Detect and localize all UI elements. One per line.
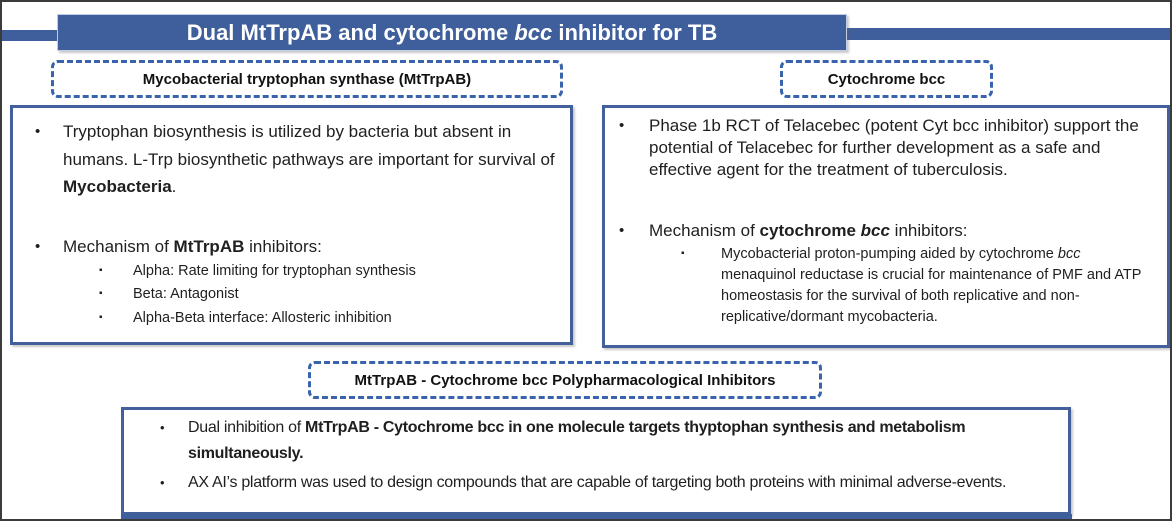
bullet-text: Mechanism of cytochrome bcc inhibitors: xyxy=(649,221,968,241)
bullet-text: AX AI’s platform was used to design comp… xyxy=(188,473,1007,491)
slide-title: Dual MtTrpAB and cytochrome bcc inhibito… xyxy=(57,14,847,51)
sub-list-item: ▪ Alpha: Rate limiting for tryptophan sy… xyxy=(99,260,560,283)
right-section-header: Cytochrome bcc xyxy=(780,60,993,98)
bullet-text: Dual inhibition of MtTrpAB - Cytochrome … xyxy=(188,419,966,462)
bullet-marker: • xyxy=(619,222,625,240)
sub-bullet-text: Mycobacterial proton-pumping aided by cy… xyxy=(721,246,1142,325)
right-section-header-label: Cytochrome bcc xyxy=(827,70,946,88)
bottom-section-header-label: MtTrpAB - Cytochrome bcc Polypharmacolog… xyxy=(354,371,776,389)
bullet-text: Tryptophan biosynthesis is utilized by b… xyxy=(63,122,555,197)
list-item: • Mechanism of MtTrpAB inhibitors: xyxy=(21,233,560,261)
sub-list-item: ▪ Beta: Antagonist xyxy=(99,283,560,306)
left-section-header-label: Mycobacterial tryptophan synthase (MtTrp… xyxy=(142,70,472,88)
list-item: • Dual inhibition of MtTrpAB - Cytochrom… xyxy=(146,415,1054,467)
left-content-box: • Tryptophan biosynthesis is utilized by… xyxy=(10,105,573,345)
top-accent-bar-left xyxy=(2,30,59,41)
bottom-content-box: • Dual inhibition of MtTrpAB - Cytochrom… xyxy=(121,407,1071,515)
bottom-section-header: MtTrpAB - Cytochrome bcc Polypharmacolog… xyxy=(308,361,822,399)
sub-bullet-text: Alpha-Beta interface: Allosteric inhibit… xyxy=(133,309,392,326)
sub-list-item: ▪ Alpha-Beta interface: Allosteric inhib… xyxy=(99,307,560,330)
list-item: • Phase 1b RCT of Telacebec (potent Cyt … xyxy=(609,115,1159,180)
bullet-text: Mechanism of MtTrpAB inhibitors: xyxy=(63,236,322,256)
list-item: • AX AI’s platform was used to design co… xyxy=(146,470,1054,496)
bullet-marker: • xyxy=(160,420,165,435)
sub-list-item: ▪ Mycobacterial proton-pumping aided by … xyxy=(677,244,1159,328)
list-item: • Tryptophan biosynthesis is utilized by… xyxy=(21,118,560,201)
top-accent-bar-right xyxy=(845,28,1170,40)
bullet-text: Phase 1b RCT of Telacebec (potent Cyt bc… xyxy=(649,116,1139,179)
sub-bullet-text: Beta: Antagonist xyxy=(133,286,239,303)
sub-bullet-marker: ▪ xyxy=(99,265,103,277)
sub-bullet-marker: ▪ xyxy=(99,288,103,300)
right-content-box: • Phase 1b RCT of Telacebec (potent Cyt … xyxy=(602,105,1170,348)
slide-title-text: Dual MtTrpAB and cytochrome bcc inhibito… xyxy=(186,19,718,45)
bullet-marker: • xyxy=(160,474,165,490)
bullet-marker: • xyxy=(35,237,41,255)
bullet-marker: • xyxy=(619,117,625,134)
bullet-marker: • xyxy=(35,123,41,140)
bottom-accent-bar xyxy=(121,514,1072,519)
list-item: • Mechanism of cytochrome bcc inhibitors… xyxy=(609,220,1159,242)
sub-bullet-marker: ▪ xyxy=(99,311,103,323)
left-section-header: Mycobacterial tryptophan synthase (MtTrp… xyxy=(51,60,563,98)
sub-bullet-text: Alpha: Rate limiting for tryptophan synt… xyxy=(133,263,416,280)
sub-bullet-marker: ▪ xyxy=(681,248,685,259)
